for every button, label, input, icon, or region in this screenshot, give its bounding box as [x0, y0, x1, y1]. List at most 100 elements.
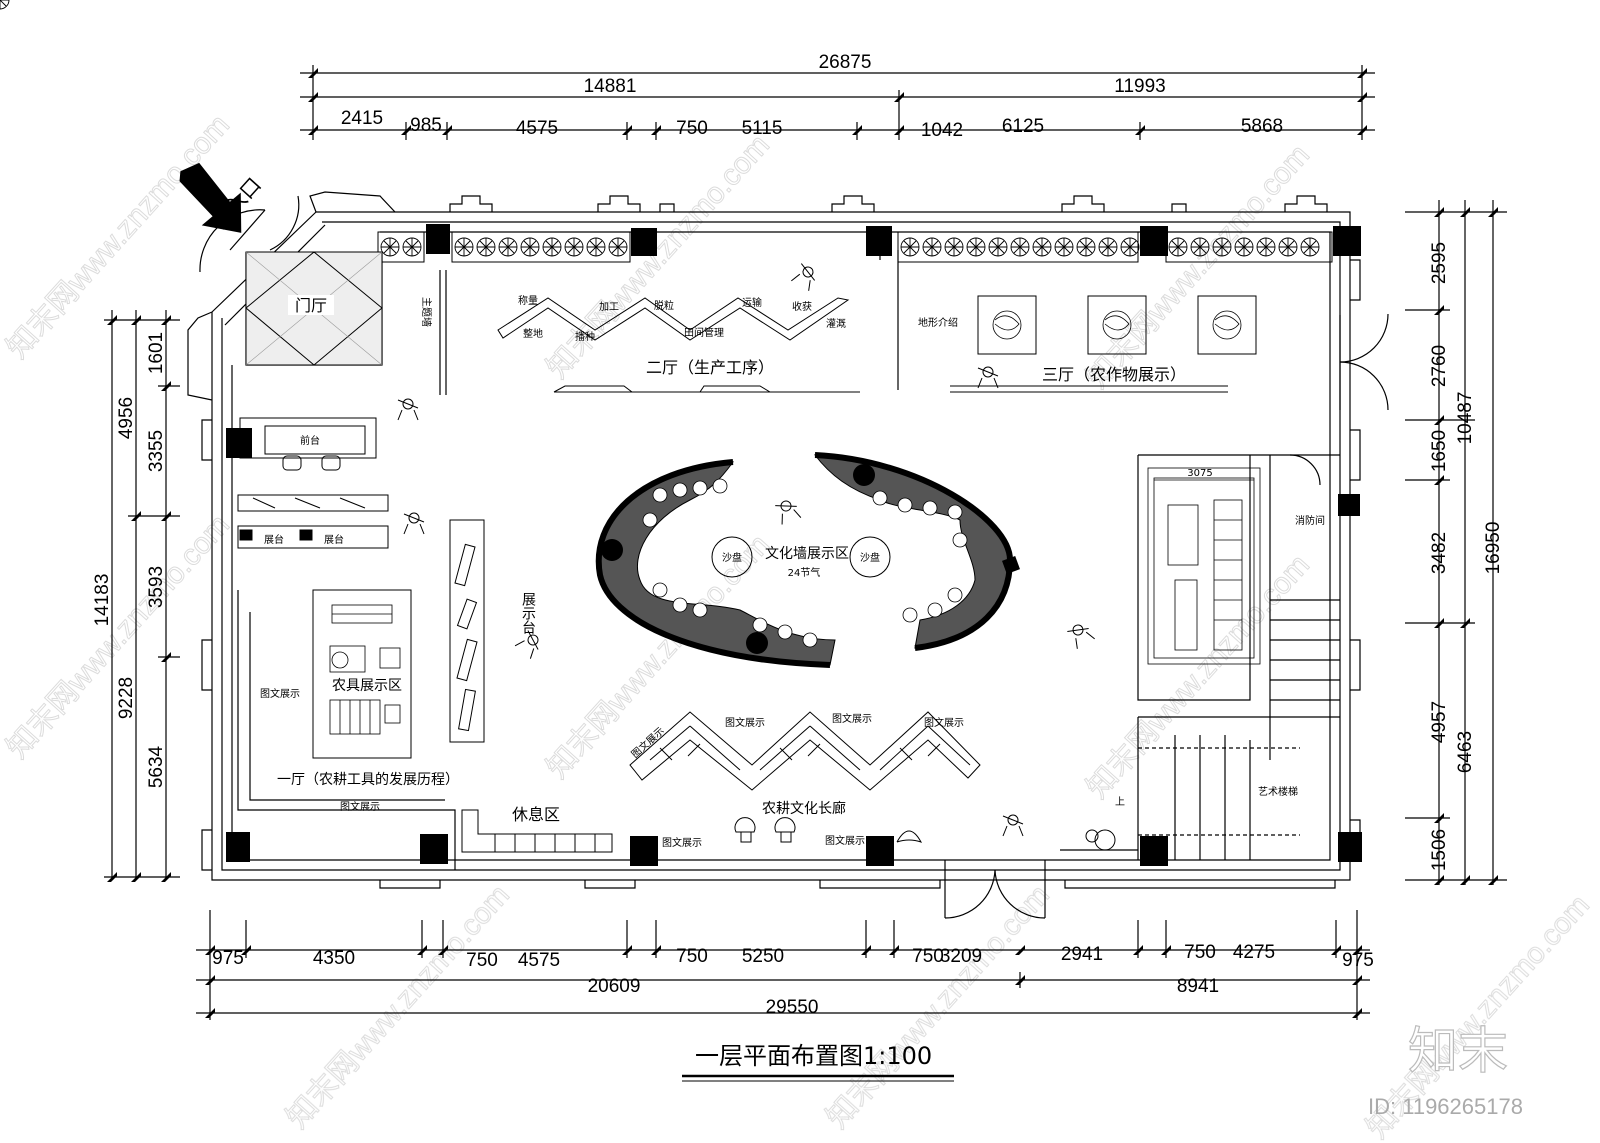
display-stand-label: 展台 — [264, 533, 284, 546]
svg-text:知末网www.znzmo.com: 知末网www.znzmo.com — [1, 108, 236, 364]
bottom-seg-dim: 2941 — [1061, 944, 1103, 965]
plant-icon — [1213, 238, 1231, 256]
plant-icon — [565, 238, 583, 256]
stools — [642, 478, 968, 648]
corridor-graphic-label: 图文展示 — [825, 834, 865, 847]
process-step: 加工 — [599, 301, 619, 313]
corridor-graphic-label: 图文展示 — [924, 716, 964, 729]
plant-icon — [403, 238, 421, 256]
plant-symbols — [0, 0, 10, 10]
plant-icon — [1033, 238, 1051, 256]
main-wall-label: 主题墙 — [420, 297, 433, 327]
left-seg-dim: 3593 — [146, 566, 167, 608]
plant-icon — [1191, 238, 1209, 256]
drawing-title: 一层平面布置图1:100 — [695, 1042, 932, 1070]
plant-icon — [967, 238, 985, 256]
plant-icon — [1121, 238, 1139, 256]
plant-icon — [1279, 238, 1297, 256]
top-seg-dim: 1042 — [921, 120, 963, 141]
left-part-b-dim: 9228 — [116, 677, 137, 719]
terrain-label: 地形介绍 — [918, 316, 958, 329]
bottom-seg-dim: 750 — [466, 950, 498, 971]
plant-row — [380, 237, 1320, 257]
hall3-label: 三厅（农作物展示） — [1042, 365, 1186, 384]
bottom-seg-dim: 975 — [1342, 950, 1374, 971]
bottom-total-dim: 29550 — [766, 997, 819, 1018]
left-part-a-dim: 4956 — [116, 397, 137, 439]
process-step: 田间管理 — [684, 326, 724, 339]
top-dim-ticks — [308, 68, 1367, 135]
bottom-part-a-dim: 20609 — [588, 976, 641, 997]
solar-terms-label: 24节气 — [788, 566, 821, 579]
corridor-zigzag — [629, 711, 981, 791]
right-dimensions — [1405, 200, 1507, 885]
bottom-seg-dim: 4275 — [1233, 942, 1275, 963]
top-seg-dim: 5115 — [742, 118, 783, 139]
right-seg-dim: 3482 — [1429, 532, 1450, 574]
display-platform-text: 展示台 — [494, 592, 536, 634]
left-total-dim: 14183 — [92, 574, 113, 627]
art-stairs-label: 艺术楼梯 — [1258, 785, 1298, 798]
plant-icon — [455, 238, 473, 256]
corridor-graphic-label: 图文展示 — [725, 716, 765, 729]
process-step: 灌溉 — [826, 317, 846, 330]
hall1-label: 一厅（农耕工具的发展历程） — [277, 771, 459, 788]
display-platform-label: 展示台 — [494, 592, 536, 634]
columns — [226, 224, 1362, 866]
bottom-seg-dim: 4575 — [518, 950, 560, 971]
bottom-dimensions — [196, 910, 1370, 1020]
display-stands — [237, 494, 389, 549]
left-dim-ticks — [107, 315, 171, 882]
right-seg-dim: 4957 — [1429, 701, 1450, 743]
right-seg-dim: 1650 — [1429, 430, 1450, 472]
process-step: 收获 — [792, 300, 812, 313]
svg-text:知末网www.znzmo.com: 知末网www.znzmo.com — [281, 878, 516, 1134]
crop-display-boxes — [950, 295, 1257, 393]
plant-icon — [587, 238, 605, 256]
equipment-panel — [1147, 467, 1261, 665]
rest-area-sofa — [461, 809, 613, 853]
bottom-seg-dim: 5250 — [742, 946, 784, 967]
process-step: 播种 — [575, 330, 595, 343]
plant-icon — [1011, 238, 1029, 256]
top-seg-dim: 6125 — [1002, 116, 1044, 137]
right-seg-dim: 2595 — [1429, 242, 1450, 284]
process-step: 整地 — [523, 327, 543, 340]
stair-up-label: 上 — [1115, 796, 1125, 808]
plant-icon — [1235, 238, 1253, 256]
right-seg-dim: 1506 — [1429, 829, 1450, 871]
plant-icon — [499, 238, 517, 256]
plant-icon — [609, 238, 627, 256]
plant-icon — [1169, 238, 1187, 256]
culture-wall-right — [813, 452, 1020, 651]
plant-icon — [381, 238, 399, 256]
svg-text:知末网www.znzmo.com: 知末网www.znzmo.com — [541, 128, 776, 384]
building-walls — [187, 191, 1389, 919]
reception-label: 前台 — [300, 434, 320, 447]
hall2-label: 二厅（生产工序） — [646, 358, 774, 377]
top-part-a-dim: 14881 — [584, 76, 637, 97]
entrance-arrow-icon — [179, 162, 242, 233]
right-part-b-dim: 6463 — [1455, 731, 1476, 773]
right-seg-dim: 2760 — [1429, 345, 1450, 387]
culture-wall-label: 文化墙展示区 — [765, 546, 849, 562]
top-total-dim: 26875 — [819, 52, 872, 73]
corridor-graphic-label: 图文展示 — [662, 836, 702, 849]
sand-table-label: 沙盘 — [860, 551, 880, 564]
top-part-b-dim: 11993 — [1114, 76, 1165, 97]
hall1-graphic-b: 图文展示 — [340, 800, 380, 813]
reception-desk — [239, 417, 377, 471]
farm-tools-zone — [312, 589, 412, 759]
plant-icon — [477, 238, 495, 256]
process-step: 运输 — [742, 296, 762, 309]
top-seg-dim: 5868 — [1241, 116, 1283, 137]
top-seg-dim: 2415 — [341, 108, 383, 129]
left-seg-dim: 3355 — [146, 430, 167, 472]
corridor-label: 农耕文化长廊 — [762, 800, 846, 817]
top-seg-dim: 985 — [410, 115, 442, 136]
plant-icon — [923, 238, 941, 256]
svg-text:知末网www.znzmo.com: 知末网www.znzmo.com — [821, 878, 1056, 1134]
plant-icon — [1301, 238, 1319, 256]
right-total-dim: 16950 — [1483, 522, 1504, 575]
rest-area-label: 休息区 — [512, 805, 560, 824]
